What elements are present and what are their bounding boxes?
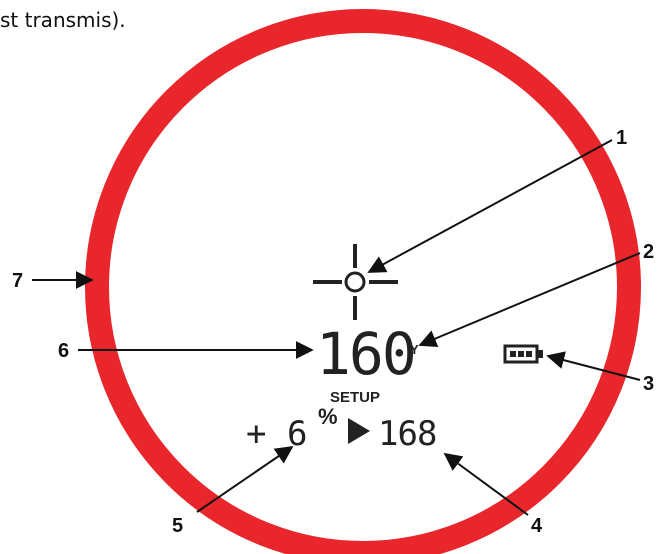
callout-number-2: 2	[643, 241, 654, 263]
mode-label: SETUP	[330, 389, 380, 406]
callout-number-7: 7	[12, 270, 23, 292]
callout-number-3: 3	[643, 373, 654, 395]
angle-readout: + 6	[246, 414, 307, 454]
view-circle	[85, 9, 641, 554]
unit-indicator: Y	[410, 342, 419, 357]
callout-arrow-3	[546, 351, 641, 381]
angle-unit: %	[318, 404, 338, 429]
arrow-indicator-icon	[348, 418, 370, 444]
callout-number-6: 6	[58, 340, 69, 362]
secondary-distance-readout: 168	[378, 414, 436, 454]
callout-number-4: 4	[531, 515, 543, 537]
reticle-icon	[313, 244, 398, 320]
callout-arrow-2	[418, 252, 641, 348]
primary-distance-readout: 160	[316, 320, 415, 388]
callout-number-1: 1	[616, 127, 627, 149]
callout-arrow-5	[196, 445, 294, 513]
battery-icon	[503, 344, 543, 364]
header-text: st transmis).	[0, 8, 126, 32]
callout-arrow-4	[443, 452, 529, 516]
callout-arrow-1	[367, 139, 613, 273]
callout-number-5: 5	[172, 515, 183, 537]
